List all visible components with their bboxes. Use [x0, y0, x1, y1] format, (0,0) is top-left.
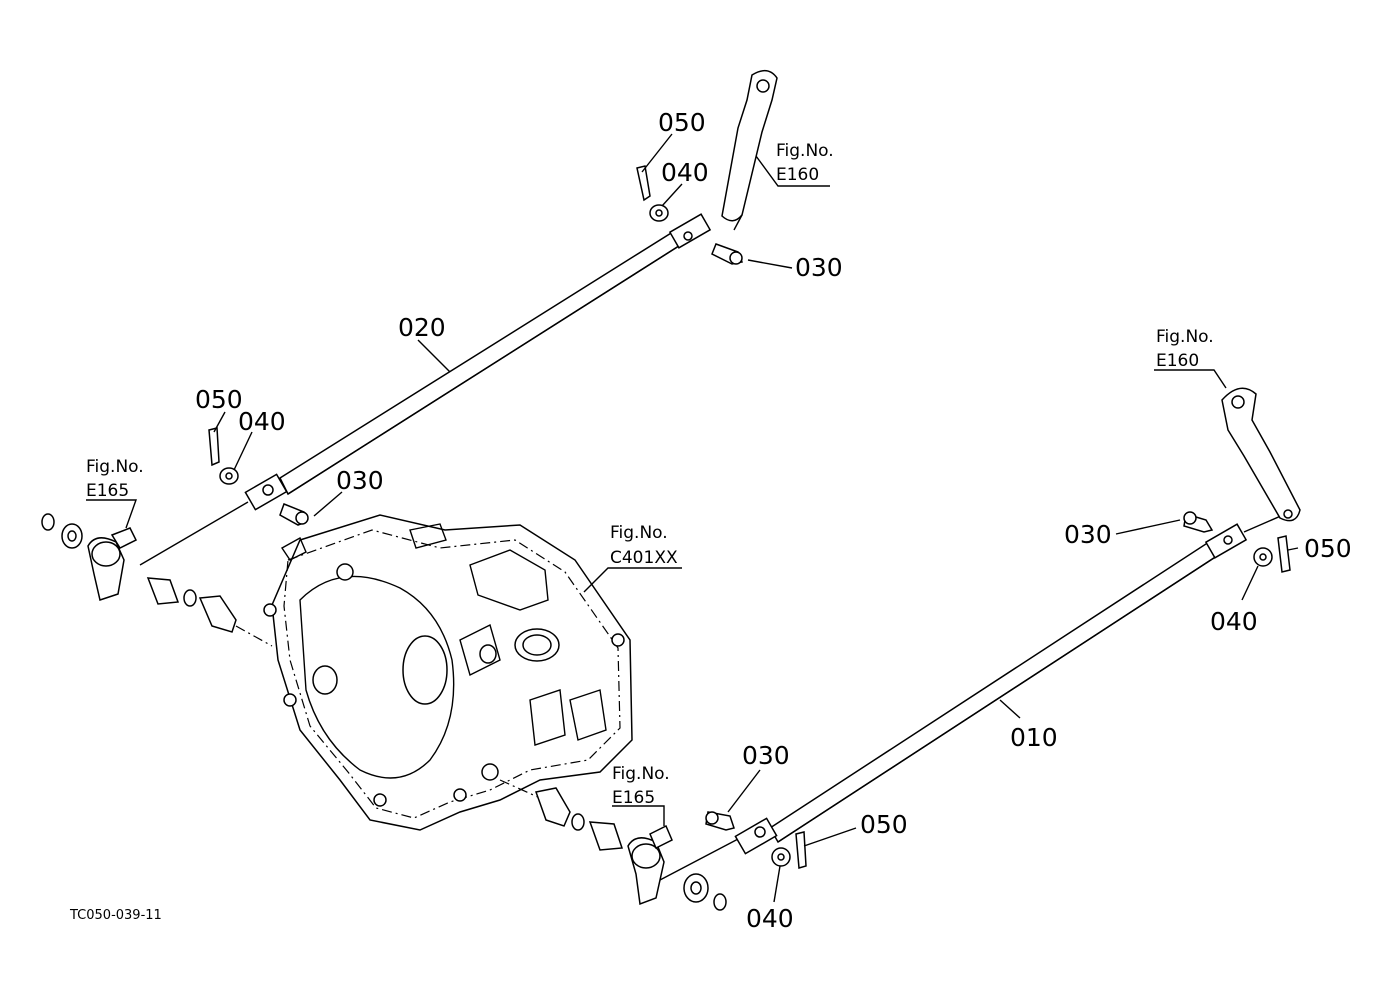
figref-bottom-assembly-label: Fig.No. — [612, 764, 670, 784]
pin-030-bottom — [705, 811, 735, 831]
callout-040-top: 040 — [661, 158, 709, 187]
figref-top-arm-number: E160 — [776, 165, 819, 185]
washer-040-left — [219, 467, 239, 485]
washer-040-right — [1253, 547, 1273, 567]
cotter-pin-050-left — [208, 427, 220, 467]
washer-040-bottom — [771, 847, 791, 867]
callout-030-bottom: 030 — [742, 741, 790, 770]
rod-010 — [734, 511, 1291, 855]
leader-lines — [86, 133, 1299, 903]
lift-arm-right — [1221, 387, 1301, 522]
washer-040-top — [649, 204, 669, 222]
bracket-assembly-bottom — [499, 779, 741, 911]
figref-left-assembly-number: E165 — [86, 481, 129, 501]
callout-030-top: 030 — [795, 253, 843, 282]
figref-top-arm-label: Fig.No. — [776, 141, 834, 161]
callout-050-right: 050 — [1304, 534, 1352, 563]
callout-040-right: 040 — [1210, 607, 1258, 636]
figref-left-assembly-label: Fig.No. — [86, 457, 144, 477]
cotter-pin-050-right — [1277, 535, 1291, 573]
pin-030-top — [711, 243, 744, 265]
callout-010: 010 — [1010, 723, 1058, 752]
callout-020: 020 — [398, 313, 446, 342]
figref-bottom-assembly-number: E165 — [612, 788, 655, 808]
rod-020 — [139, 213, 712, 566]
drawing-code: TC050-039-11 — [69, 908, 162, 923]
cotter-pin-050-top — [636, 165, 651, 202]
figref-housing-label: Fig.No. — [610, 523, 668, 543]
callout-050-top: 050 — [658, 108, 706, 137]
figref-housing-number: C401XX — [610, 548, 678, 568]
cotter-pin-050-bottom — [795, 831, 807, 869]
callout-030-right: 030 — [1064, 520, 1112, 549]
bracket-assembly-left — [41, 513, 273, 647]
figref-right-arm-label: Fig.No. — [1156, 327, 1214, 347]
lift-arm-top — [721, 69, 778, 231]
pin-030-right — [1183, 511, 1214, 533]
figref-right-arm-number: E160 — [1156, 351, 1199, 371]
callout-040-bottom: 040 — [746, 904, 794, 933]
callout-040-left: 040 — [238, 407, 286, 436]
callout-030-mid: 030 — [336, 466, 384, 495]
callout-050-left: 050 — [195, 385, 243, 414]
callout-050-bottom: 050 — [860, 810, 908, 839]
transmission-housing — [263, 514, 633, 831]
pin-030-mid — [279, 503, 309, 526]
